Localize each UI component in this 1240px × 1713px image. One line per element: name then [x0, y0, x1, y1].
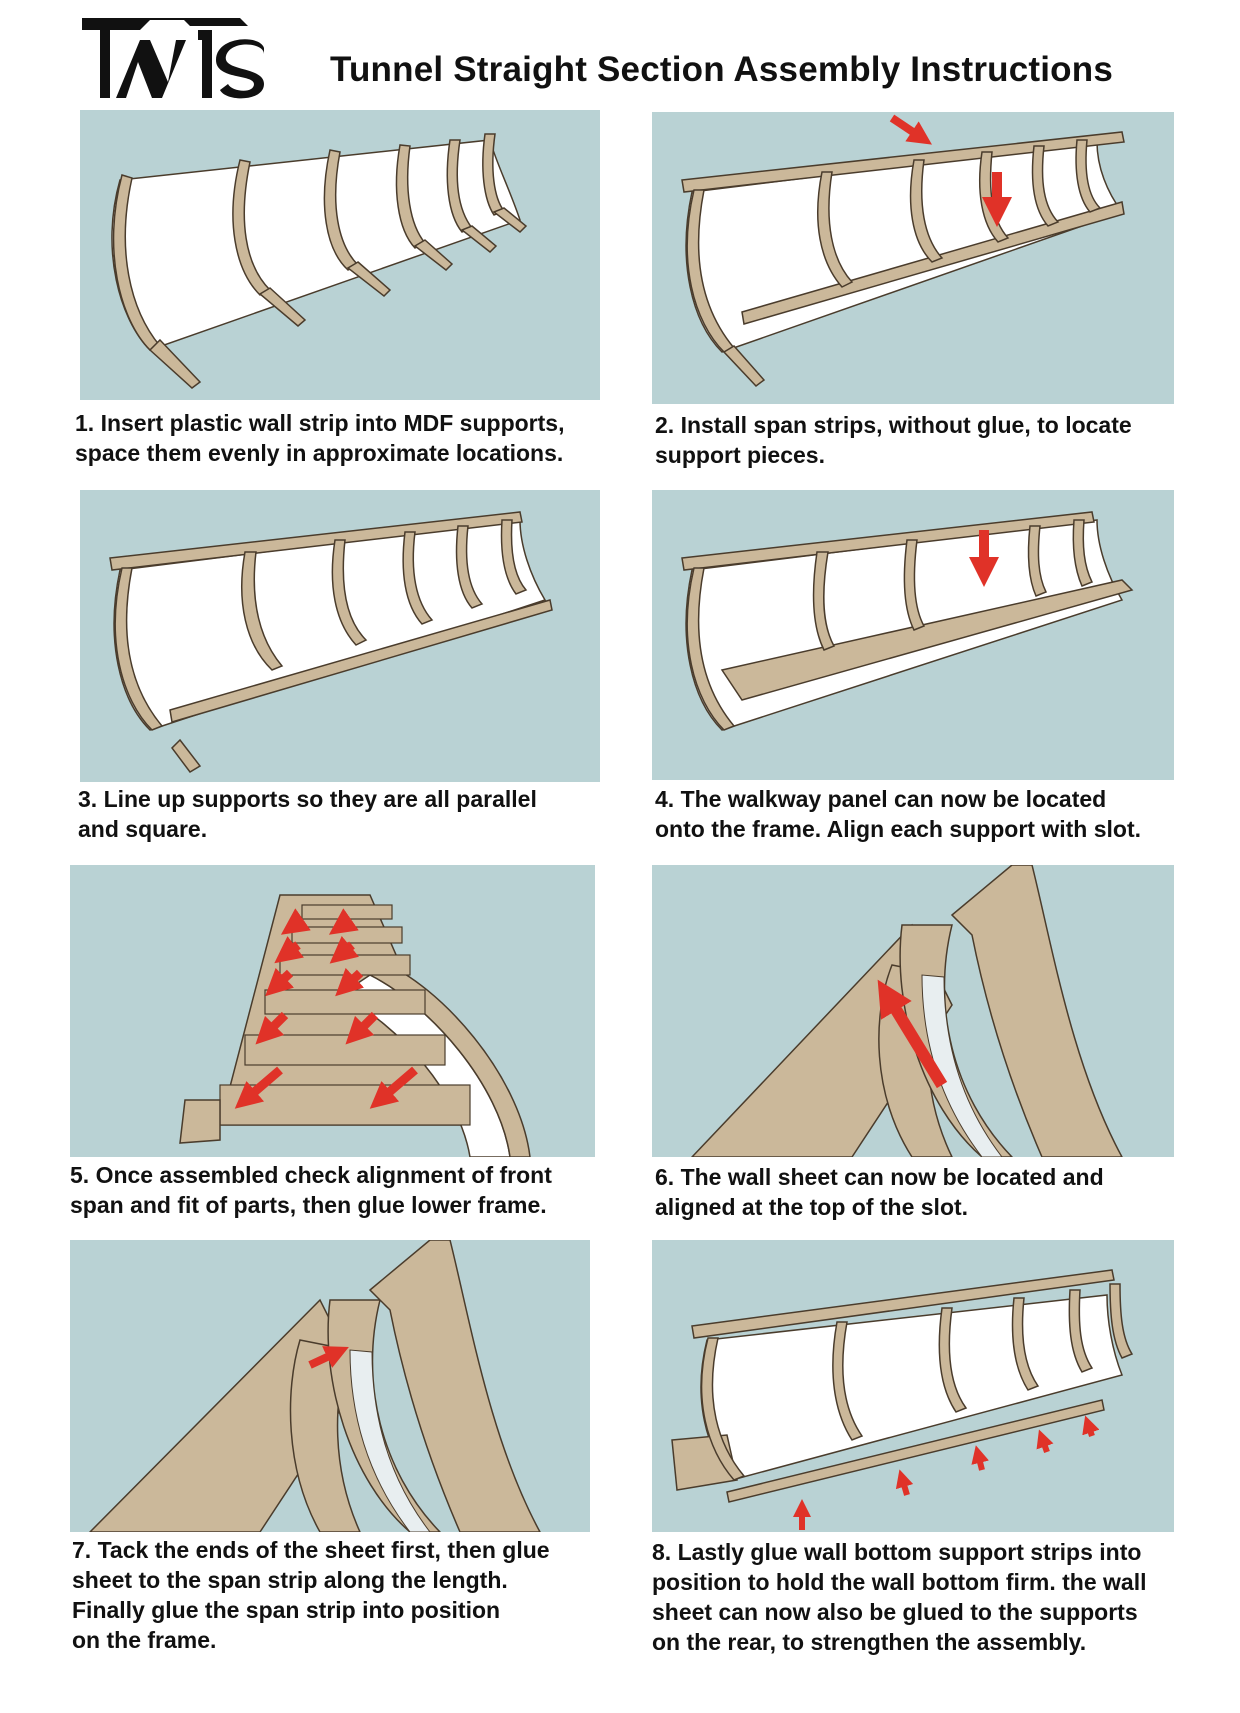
step-1-image — [80, 110, 600, 400]
step-7-image — [70, 1240, 590, 1532]
step-2-image — [652, 112, 1174, 404]
step-3-image — [80, 490, 600, 782]
step-8-image — [652, 1240, 1174, 1532]
step-8-caption: 8. Lastly glue wall bottom support strip… — [652, 1539, 1147, 1655]
step-6-image — [652, 865, 1174, 1157]
step-1-caption: 1. Insert plastic wall strip into MDF su… — [75, 410, 565, 466]
step-2-caption: 2. Install span strips, without glue, to… — [655, 412, 1132, 468]
page-title: Tunnel Straight Section Assembly Instruc… — [330, 50, 1113, 89]
step-7-caption: 7. Tack the ends of the sheet first, the… — [72, 1537, 550, 1653]
step-3-caption: 3. Line up supports so they are all para… — [78, 786, 537, 842]
step-4-caption: 4. The walkway panel can now be located … — [655, 786, 1141, 842]
step-5-image — [70, 865, 595, 1157]
step-6-caption: 6. The wall sheet can now be located and… — [655, 1164, 1104, 1220]
tnts-logo — [80, 12, 270, 104]
step-4-image — [652, 490, 1174, 780]
step-5-caption: 5. Once assembled check alignment of fro… — [70, 1162, 552, 1218]
